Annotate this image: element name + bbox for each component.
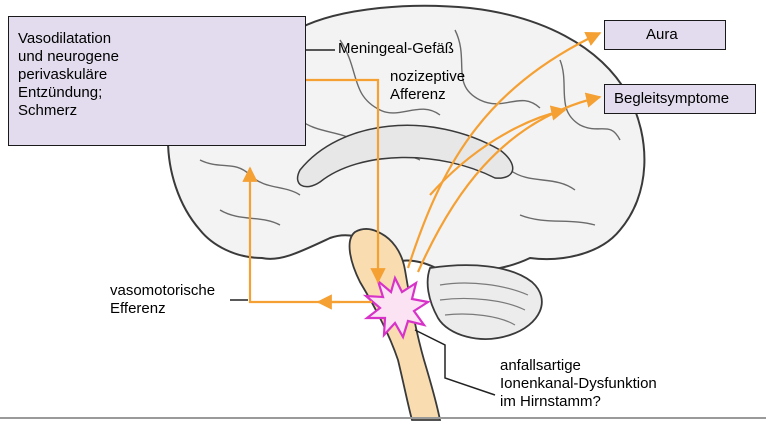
vasomotor-label-1: vasomotorische [110, 282, 215, 300]
nociceptive-label-1: nozizeptive [390, 68, 465, 86]
nociceptive-label-2: Afferenz [390, 86, 446, 104]
accompanying-symptoms-label: Begleitsymptome [614, 90, 729, 108]
brainstem-label-1: anfallsartige [500, 357, 581, 375]
meningeal-vessel-label: Meningeal-Gefäß [338, 40, 454, 58]
vasodilatation-line-1: Vasodilatation [18, 30, 111, 48]
cerebellum [428, 265, 542, 339]
vasomotor-label-2: Efferenz [110, 300, 166, 318]
brainstem-label-2: Ionenkanal-Dysfunktion [500, 375, 657, 393]
brainstem-label-3: im Hirnstamm? [500, 393, 601, 411]
vasodilatation-line-4: Entzündung; [18, 84, 102, 102]
vasodilatation-line-3: perivaskuläre [18, 66, 107, 84]
vasodilatation-line-2: und neurogene [18, 48, 119, 66]
bottom-rule [0, 417, 766, 419]
vasodilatation-line-5: Schmerz [18, 102, 77, 120]
aura-label: Aura [646, 26, 678, 44]
